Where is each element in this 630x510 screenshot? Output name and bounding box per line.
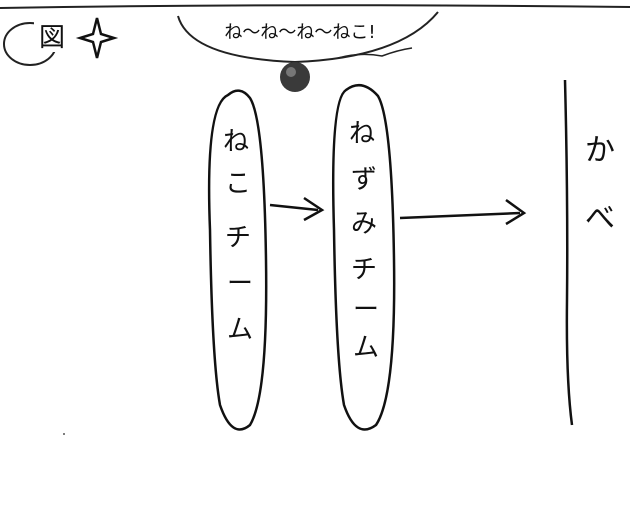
team-nezumi-char: ず xyxy=(351,165,377,195)
ball-highlight xyxy=(286,67,296,77)
arrow-nezumi-to-wall xyxy=(399,198,527,226)
team-nezumi-char: チ xyxy=(351,255,377,285)
team-nezumi-capsule xyxy=(331,83,396,431)
team-nezumi-label: ね ず み チ ー ム xyxy=(349,119,379,363)
arrow-neko-to-nezumi xyxy=(269,196,325,222)
team-neko-char: ね xyxy=(223,127,249,157)
wall-label: か べ xyxy=(585,133,615,236)
team-neko-char: こ xyxy=(225,169,251,199)
top-border-line xyxy=(0,4,630,9)
banner-underline xyxy=(337,47,413,59)
sparkle-icon xyxy=(75,17,119,59)
team-neko-label: ね こ チ ー ム xyxy=(223,127,253,345)
ball xyxy=(280,62,310,92)
figure-label-box xyxy=(34,22,70,52)
wall-char: べ xyxy=(585,201,615,236)
banner-text: ね〜ね〜ね〜ねこ! xyxy=(224,22,375,43)
wall-char: か xyxy=(585,133,615,168)
stray-dot xyxy=(63,433,65,435)
team-nezumi-char: ね xyxy=(349,119,375,149)
team-neko-char: ム xyxy=(227,315,253,345)
team-nezumi-char: ム xyxy=(353,333,379,363)
wall-line xyxy=(563,79,574,426)
team-neko-char: チ xyxy=(225,223,251,253)
team-nezumi-char: ー xyxy=(353,295,379,325)
banner-bowl xyxy=(177,11,439,64)
figure-label: 図 xyxy=(39,23,65,53)
team-neko-capsule xyxy=(207,89,268,431)
team-nezumi-char: み xyxy=(351,209,377,239)
team-neko-char: ー xyxy=(227,269,253,299)
